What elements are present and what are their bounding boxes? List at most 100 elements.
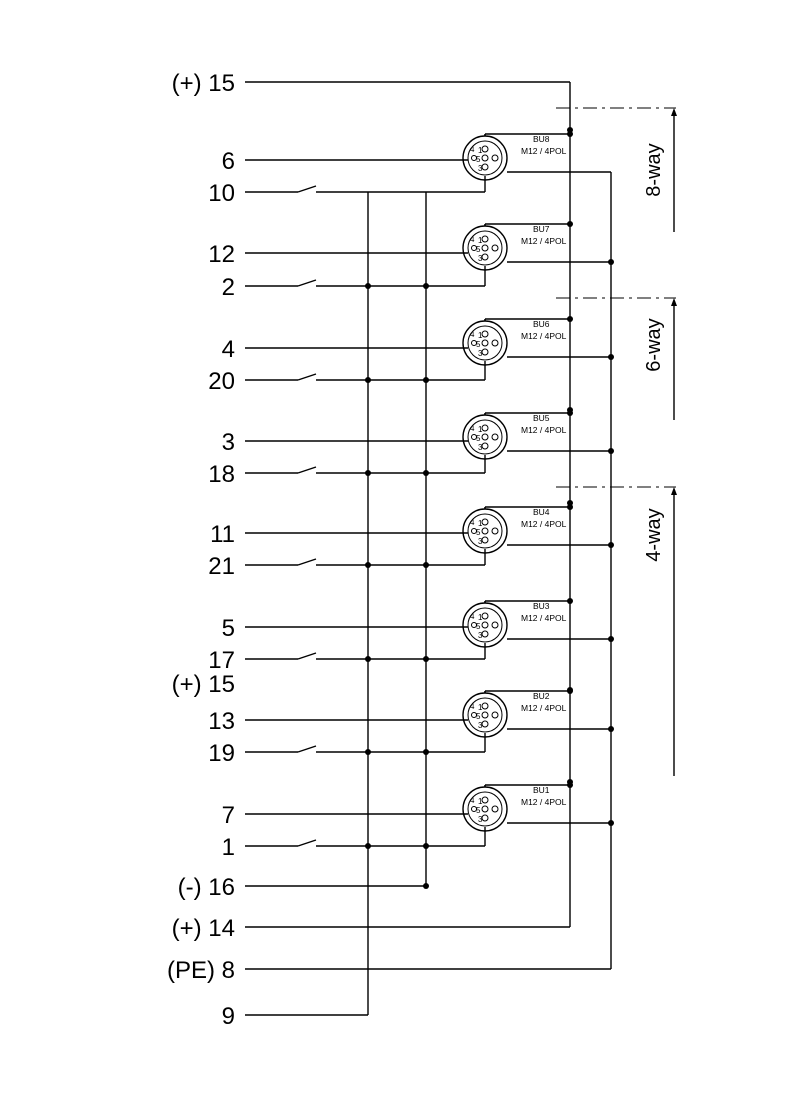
pin-4 [471,528,477,534]
terminal-label: 20 [208,368,235,395]
pin-3-label: 3 [478,721,483,730]
bracket-arrow [671,298,677,306]
pin-4 [471,622,477,628]
pin-5 [481,244,489,252]
switch-contact [297,839,317,847]
switch-contact [297,279,317,287]
pin-3-label: 3 [478,254,483,263]
connector-name: BU6 [533,319,550,329]
connector-type: M12 / 4POL [521,236,567,246]
pin-1 [481,702,489,710]
junction-dot [365,749,371,755]
connector-bu3 [462,602,508,648]
terminal-label: 9 [222,1003,235,1030]
connector-face [467,230,503,266]
connector-face [467,697,503,733]
junction-dot [567,779,573,785]
junction-dot [567,221,573,227]
pin-5-label: 5 [476,434,481,443]
pin-5 [481,339,489,347]
terminal-label: 21 [208,553,235,580]
switch-contact [297,652,317,660]
pin-2 [491,339,499,347]
junction-dot [608,636,614,642]
pin-4 [471,155,477,161]
pin-5-label: 5 [476,340,481,349]
terminal-label: 18 [208,461,235,488]
pin-5 [481,154,489,162]
connector-bu2 [462,692,508,738]
connector-bu6 [462,320,508,366]
pin-3-label: 3 [478,631,483,640]
way-label: 8-way [643,143,665,196]
connector-outline [462,786,508,832]
connector-name: BU4 [533,507,550,517]
pin-2 [491,154,499,162]
junction-dot [365,470,371,476]
connector-type: M12 / 4POL [521,331,567,341]
junction-dot [608,259,614,265]
terminal-label: (PE) 8 [167,957,235,984]
connector-type: M12 / 4POL [521,519,567,529]
pin-3 [481,163,489,171]
connector-name: BU1 [533,785,550,795]
pin-2 [491,711,499,719]
pin-1-label: 1 [478,797,483,806]
pin-4 [471,245,477,251]
pin-1 [481,235,489,243]
pin-4-label: 4 [470,612,475,621]
pin-4 [471,340,477,346]
pin-3 [481,536,489,544]
connector-face [467,325,503,361]
connector-bu7 [462,225,508,271]
way-label: 4-way [643,508,665,561]
pin-1 [481,518,489,526]
terminal-label: 5 [222,615,235,642]
junction-dot [567,316,573,322]
connector-outline [462,692,508,738]
terminal-label: (+) 15 [172,70,235,97]
terminal-label: 4 [222,336,235,363]
junction-dot [567,687,573,693]
terminal-label: (-) 16 [178,874,235,901]
junction-dot [567,500,573,506]
pin-3 [481,720,489,728]
connector-name: BU7 [533,224,550,234]
junction-dot [567,127,573,133]
pin-3 [481,253,489,261]
pin-1 [481,330,489,338]
terminal-label: (+) 14 [172,915,235,942]
connector-outline [462,320,508,366]
connector-name: BU3 [533,601,550,611]
pin-4 [471,806,477,812]
pin-1 [481,145,489,153]
pin-1-label: 1 [478,613,483,622]
pin-1-label: 1 [478,703,483,712]
pin-1-label: 1 [478,146,483,155]
pin-5 [481,621,489,629]
pin-4-label: 4 [470,145,475,154]
connector-face [467,419,503,455]
connector-face [467,140,503,176]
connector-type: M12 / 4POL [521,425,567,435]
pin-5-label: 5 [476,155,481,164]
terminal-label: 11 [210,521,235,548]
junction-dot [365,283,371,289]
connector-type: M12 / 4POL [521,613,567,623]
pin-5-label: 5 [476,806,481,815]
connector-outline [462,602,508,648]
junction-dot [365,656,371,662]
connector-outline [462,414,508,460]
pin-2 [491,805,499,813]
bracket-arrow [671,487,677,495]
junction-dot [608,820,614,826]
pin-1-label: 1 [478,331,483,340]
pin-5 [481,805,489,813]
connector-face [467,791,503,827]
junction-dot [365,843,371,849]
terminal-label: (+) 15 [172,671,235,698]
pin-5-label: 5 [476,528,481,537]
connector-type: M12 / 4POL [521,797,567,807]
pin-1 [481,424,489,432]
